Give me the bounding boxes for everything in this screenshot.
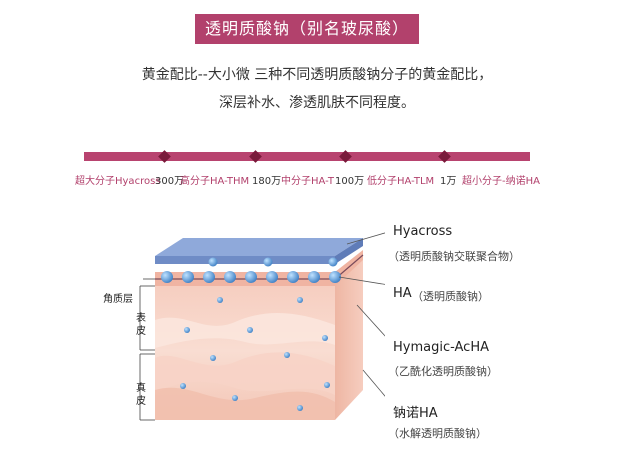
scale-label-ha-tlm: 低分子HA-TLM: [367, 172, 434, 187]
legend-ha-desc: （透明质酸钠）: [412, 288, 489, 304]
legend-hymagic-desc: （乙酰化透明质酸钠）: [388, 363, 498, 379]
legend-ha-name: HA: [393, 286, 412, 301]
molecular-scale-bar: [84, 152, 530, 161]
label-stratum-corneum: 角质层: [103, 290, 133, 305]
label-dermis: 真皮: [135, 382, 147, 408]
legend-nano-ha-desc: （水解透明质酸钠）: [388, 425, 487, 441]
page-title: 透明质酸钠（别名玻尿酸）: [195, 14, 419, 44]
legend-hymagic-name: Hymagic-AcHA: [393, 340, 489, 355]
hyacross-membrane: [155, 238, 363, 256]
label-epidermis: 表皮: [135, 312, 147, 338]
scale-label-ha-thm: 高分子HA-THM: [180, 172, 249, 187]
legend-hyacross-name: Hyacross: [393, 224, 452, 239]
intro-line-2: 深层补水、渗透肌肤不同程度。: [0, 92, 634, 112]
intro-line-1: 黄金配比--大小微 三种不同透明质酸钠分子的黄金配比，: [0, 64, 634, 84]
legend-hyacross-desc: （透明质酸钠交联聚合物）: [388, 248, 520, 264]
legend-nano-ha-name: 钠诺HA: [393, 402, 438, 421]
scale-label-ha-t: 中分子HA-T: [281, 172, 334, 187]
scale-label-1w: 1万: [440, 172, 456, 187]
scale-label-180w: 180万: [252, 172, 281, 187]
scale-label-nano-ha: 超小分子-纳诺HA: [462, 172, 540, 187]
scale-label-100w: 100万: [335, 172, 364, 187]
scale-label-hyacross: 超大分子Hyacross: [75, 172, 161, 187]
